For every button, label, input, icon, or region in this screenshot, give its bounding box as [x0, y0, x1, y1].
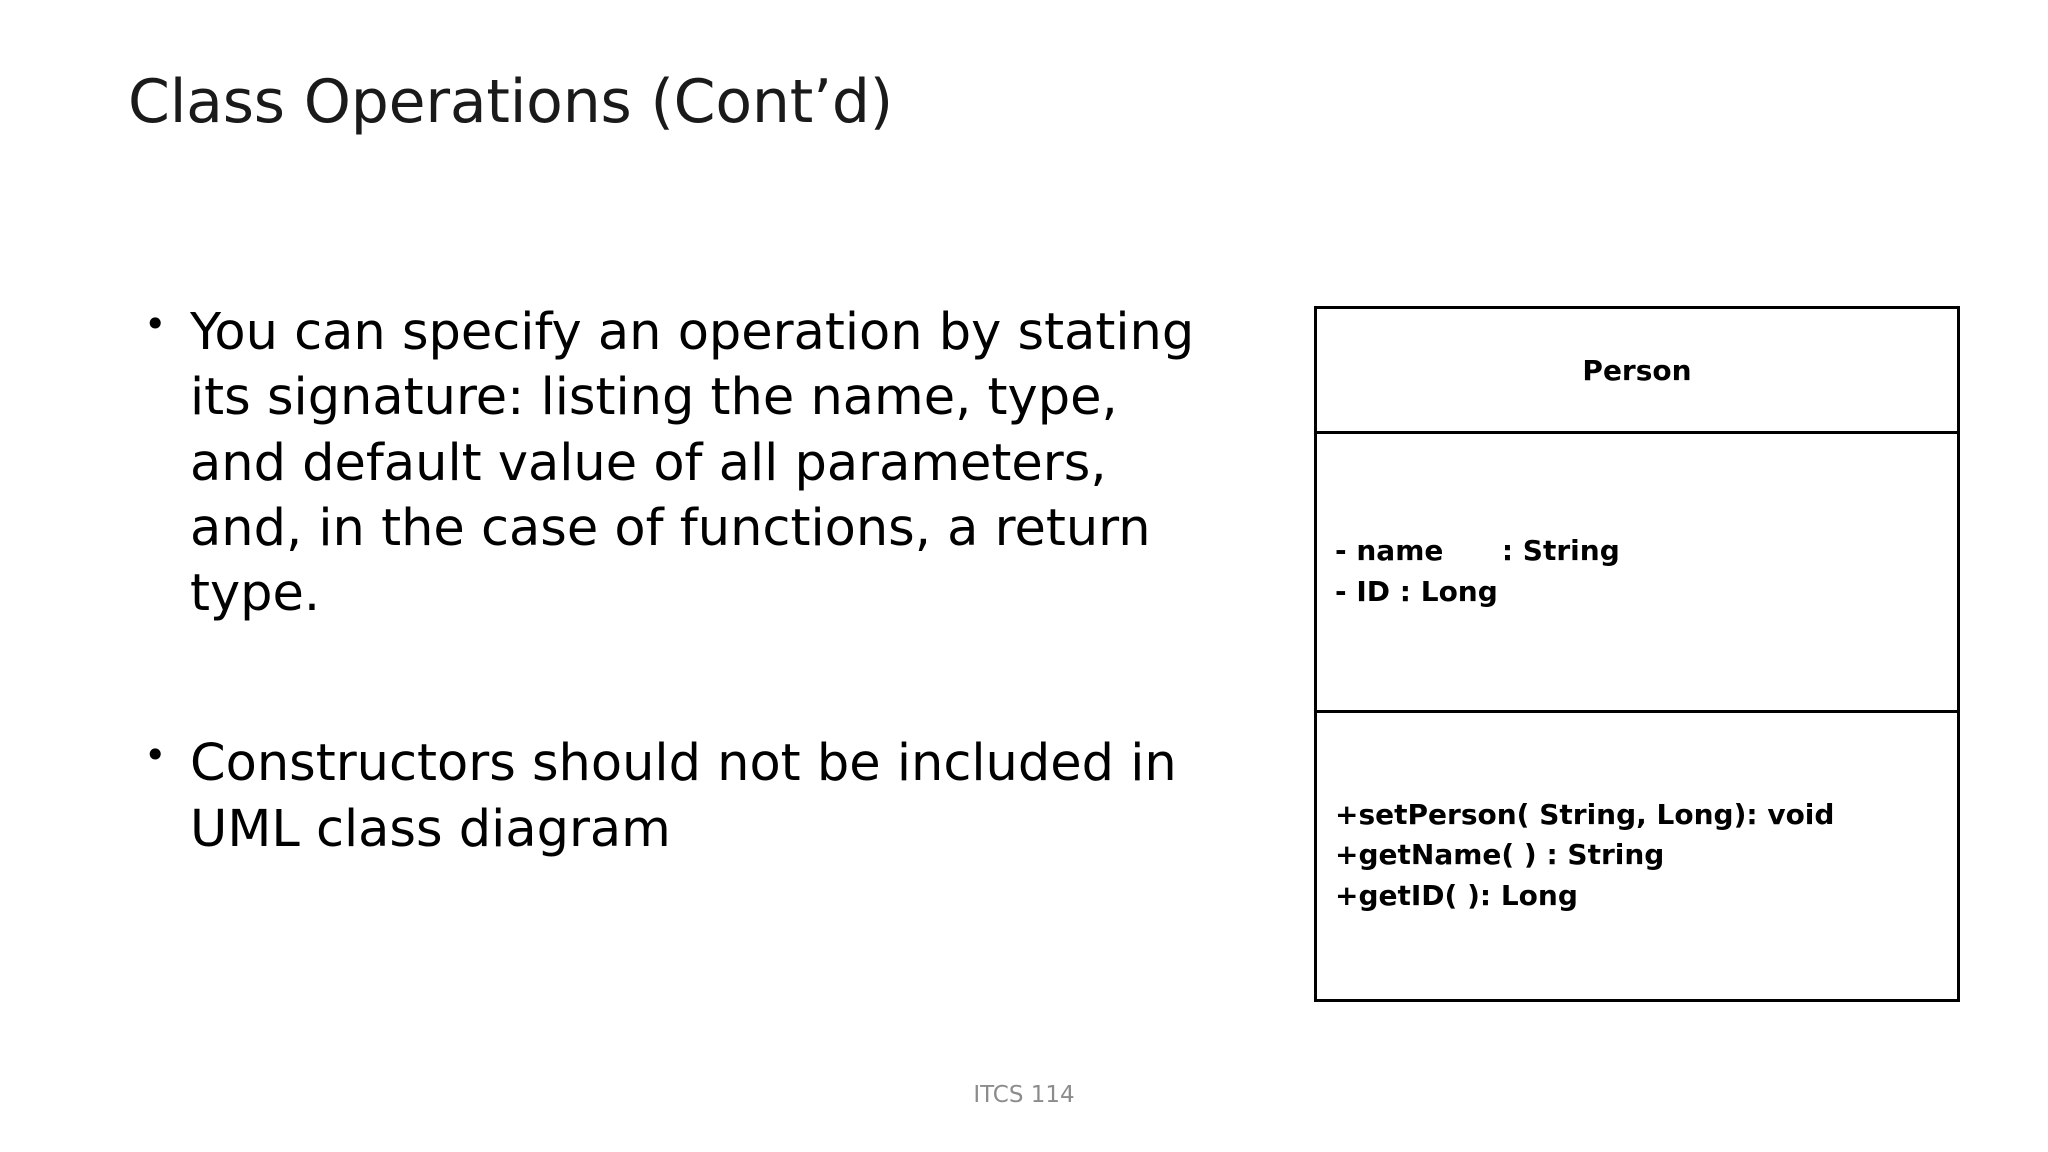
uml-class-box: Person - name : String - ID : Long +setP… — [1314, 306, 1960, 1002]
bullet-point-icon: • — [144, 302, 167, 346]
uml-operation-line: +getName( ) : String — [1335, 838, 1665, 872]
content-placeholder: • You can specify an operation by statin… — [140, 300, 1200, 862]
uml-operation-line: +getID( ): Long — [1335, 878, 1578, 912]
list-item: • Constructors should not be included in… — [140, 731, 1200, 862]
uml-operations-compartment: +setPerson( String, Long): void +getName… — [1317, 713, 1957, 998]
bullet-point-icon: • — [144, 733, 167, 778]
uml-attribute-line: - name : String — [1335, 534, 1620, 568]
bullet-text: You can specify an operation by stating … — [190, 303, 1195, 624]
slide-footer: ITCS 114 — [973, 1082, 1075, 1108]
list-item: • You can specify an operation by statin… — [140, 300, 1200, 626]
uml-name-compartment: Person — [1317, 309, 1957, 434]
bullet-list: • You can specify an operation by statin… — [140, 300, 1200, 862]
uml-operation-line: +setPerson( String, Long): void — [1335, 797, 1835, 831]
page-title: Class Operations (Cont’d) — [128, 67, 893, 137]
uml-attribute-line: - ID : Long — [1335, 575, 1498, 608]
uml-attributes-compartment: - name : String - ID : Long — [1317, 434, 1957, 713]
uml-class-name: Person — [1582, 353, 1692, 387]
bullet-text: Constructors should not be included in U… — [190, 734, 1177, 859]
